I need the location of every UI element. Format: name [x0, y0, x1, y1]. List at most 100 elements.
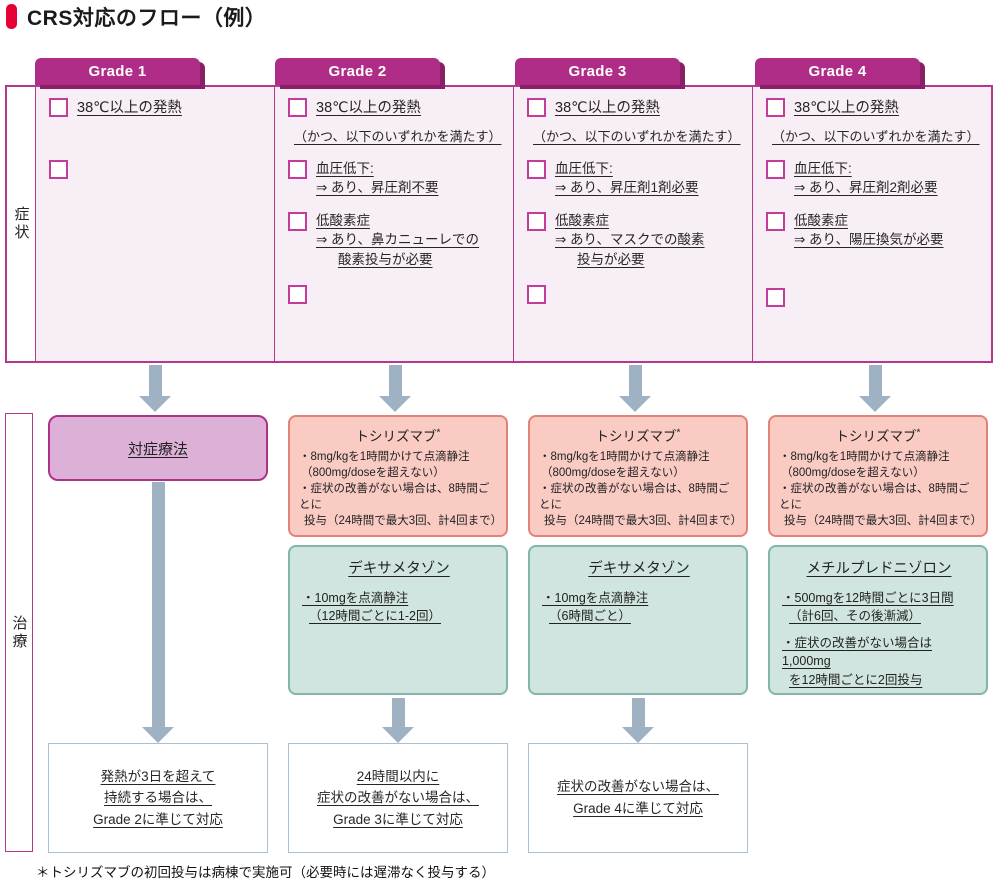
hypoxia-detail: ⇒ あり、陽圧換気が必要 [794, 232, 944, 248]
grade3-tab: Grade 3 [515, 58, 680, 85]
title-accent-bar [6, 4, 17, 29]
fever-label: 38℃以上の発熱 [555, 100, 660, 116]
steroid-line: （計6回、その後漸減） [789, 609, 921, 624]
down-arrow-icon [859, 365, 891, 412]
checkbox-icon[interactable] [527, 160, 546, 179]
symptom-col-grade3: 38℃以上の発熱 （かつ、以下のいずれかを満たす） 血圧低下: ⇒ あり、昇圧剤… [513, 87, 752, 361]
footnote: ＊トシリズマブの初回投与は病棟で実施可（必要時には遅滞なく投与する） [36, 865, 495, 880]
followup-box-grade1: 発熱が3日を超えて 持続する場合は、 Grade 2に準じて対応 [48, 743, 268, 853]
tocilizumab-line: ・症状の改善がない場合は、8時間ごとに [299, 483, 490, 512]
hypoxia-detail: ⇒ あり、鼻カニューレでの [316, 232, 480, 248]
down-arrow-icon [622, 698, 654, 743]
checkbox-icon[interactable] [49, 160, 68, 179]
followup-box-grade3: 症状の改善がない場合は、 Grade 4に準じて対応 [528, 743, 748, 853]
fever-label: 38℃以上の発熱 [316, 100, 421, 116]
followup-line: 症状の改善がない場合は、 [317, 790, 479, 806]
condition-note: （かつ、以下のいずれかを満たす） [533, 129, 741, 144]
followup-line: Grade 4に準じて対応 [573, 801, 703, 816]
asterisk-mark: * [676, 427, 681, 439]
hypoxia-label: 低酸素症 [794, 213, 848, 229]
symptom-region: 症状 38℃以上の発熱 38℃以上の発熱 （かつ、以下のいずれかを満たす） 血圧… [5, 85, 993, 363]
checkbox-icon[interactable] [288, 160, 307, 179]
checkbox-icon[interactable] [527, 212, 546, 232]
followup-line: 持続する場合は、 [104, 790, 212, 806]
tocilizumab-box-grade2: トシリズマブ* ・8mg/kgを1時間かけて点滴静注 （800mg/doseを超… [288, 415, 508, 537]
tocilizumab-box-grade4: トシリズマブ* ・8mg/kgを1時間かけて点滴静注 （800mg/doseを超… [768, 415, 988, 537]
condition-note: （かつ、以下のいずれかを満たす） [294, 129, 502, 144]
down-arrow-icon [139, 365, 171, 412]
hypoxia-detail: 酸素投与が必要 [338, 251, 433, 267]
tocilizumab-line: ・8mg/kgを1時間かけて点滴静注 [539, 451, 710, 463]
checkbox-icon[interactable] [49, 98, 68, 117]
followup-box-grade2: 24時間以内に 症状の改善がない場合は、 Grade 3に準じて対応 [288, 743, 508, 853]
symptomatic-therapy-label: 対症療法 [127, 440, 188, 458]
methylprednisolone-box-grade4: メチルプレドニゾロン ・500mgを12時間ごとに3日間 （計6回、その後漸減）… [768, 545, 988, 695]
fever-label: 38℃以上の発熱 [77, 100, 182, 116]
checkbox-icon[interactable] [527, 98, 546, 117]
hypoxia-label: 低酸素症 [316, 213, 370, 229]
tocilizumab-line: 投与（24時間で最大3回、計4回まで） [544, 515, 743, 528]
symptom-row-label: 症状 [7, 87, 36, 361]
checkbox-icon[interactable] [288, 284, 307, 304]
tocilizumab-line: 投与（24時間で最大3回、計4回まで） [784, 515, 983, 528]
hypoxia-detail: ⇒ あり、マスクでの酸素 [555, 232, 705, 248]
steroid-title: メチルプレドニゾロン [806, 561, 952, 577]
checkbox-icon[interactable] [766, 287, 785, 307]
symptom-col-grade1: 38℃以上の発熱 [36, 87, 274, 361]
tocilizumab-title: トシリズマブ* [835, 427, 921, 445]
tocilizumab-line: （800mg/doseを超えない） [301, 467, 445, 480]
tocilizumab-box-grade3: トシリズマブ* ・8mg/kgを1時間かけて点滴静注 （800mg/doseを超… [528, 415, 748, 537]
hypotension-label: 血圧低下: [794, 161, 852, 176]
checkbox-icon[interactable] [766, 160, 785, 179]
steroid-line: ・10mgを点滴静注 [542, 591, 649, 605]
grade4-tab: Grade 4 [755, 58, 920, 85]
dexamethasone-box-grade2: デキサメタゾン ・10mgを点滴静注 （12時間ごとに1-2回） [288, 545, 508, 695]
steroid-line: を12時間ごとに2回投与 [789, 672, 923, 687]
tocilizumab-line: ・症状の改善がない場合は、8時間ごとに [779, 483, 970, 512]
treatment-row-label-text: 治療 [10, 614, 28, 651]
steroid-line: （12時間ごとに1-2回） [309, 609, 441, 624]
checkbox-icon[interactable] [288, 212, 307, 232]
condition-note: （かつ、以下のいずれかを満たす） [772, 129, 980, 144]
hypotension-label: 血圧低下: [316, 161, 374, 176]
hypotension-label: 血圧低下: [555, 161, 613, 176]
grade1-tab: Grade 1 [35, 58, 200, 85]
symptom-row-label-text: 症状 [12, 206, 30, 242]
followup-line: 24時間以内に [356, 768, 440, 784]
steroid-title: デキサメタゾン [588, 561, 690, 577]
tocilizumab-line: ・8mg/kgを1時間かけて点滴静注 [299, 451, 470, 463]
tocilizumab-line: （800mg/doseを超えない） [541, 467, 685, 480]
tocilizumab-line: （800mg/doseを超えない） [781, 467, 925, 480]
steroid-line: （6時間ごと） [549, 609, 631, 624]
page-title: CRS対応のフロー（例） [27, 7, 267, 30]
followup-line: 発熱が3日を超えて [100, 768, 216, 784]
down-arrow-icon [382, 698, 414, 743]
treatment-row-label: 治療 [5, 413, 33, 852]
asterisk-mark: * [436, 427, 441, 439]
checkbox-icon[interactable] [527, 284, 546, 304]
steroid-title: デキサメタゾン [348, 561, 450, 577]
checkbox-icon[interactable] [766, 212, 785, 232]
steroid-line: ・10mgを点滴静注 [302, 591, 409, 605]
checkbox-icon[interactable] [288, 98, 307, 117]
hypotension-detail: ⇒ あり、昇圧剤不要 [316, 180, 439, 196]
down-arrow-icon [619, 365, 651, 412]
tocilizumab-line: ・8mg/kgを1時間かけて点滴静注 [779, 451, 950, 463]
followup-line: Grade 2に準じて対応 [93, 811, 223, 827]
grade2-tab: Grade 2 [275, 58, 440, 85]
steroid-line: ・500mgを12時間ごとに3日間 [782, 591, 954, 605]
fever-label: 38℃以上の発熱 [794, 100, 899, 116]
hypoxia-detail: 投与が必要 [577, 251, 645, 267]
hypotension-detail: ⇒ あり、昇圧剤2剤必要 [794, 180, 938, 196]
asterisk-mark: * [916, 427, 921, 439]
checkbox-icon[interactable] [766, 98, 785, 117]
followup-line: 症状の改善がない場合は、 [557, 779, 719, 795]
down-arrow-icon [142, 482, 174, 743]
tocilizumab-line: ・症状の改善がない場合は、8時間ごとに [539, 483, 730, 512]
tocilizumab-title: トシリズマブ* [595, 427, 681, 445]
hypoxia-label: 低酸素症 [555, 213, 609, 229]
steroid-line: ・症状の改善がない場合は1,000mg [782, 636, 933, 669]
dexamethasone-box-grade3: デキサメタゾン ・10mgを点滴静注 （6時間ごと） [528, 545, 748, 695]
tocilizumab-line: 投与（24時間で最大3回、計4回まで） [304, 515, 503, 528]
